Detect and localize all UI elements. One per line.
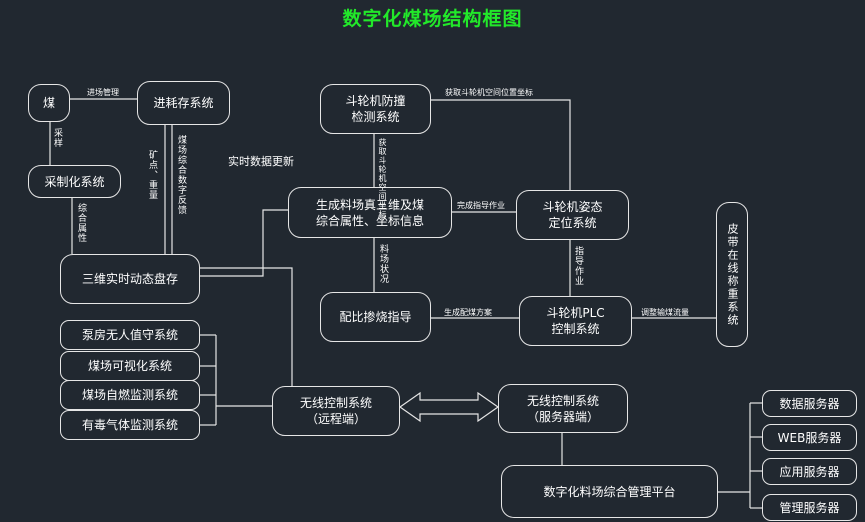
- visualization-node: 煤场可视化系统: [60, 351, 200, 381]
- edge-label-realtime: 实时数据更新: [228, 155, 294, 168]
- wireless-server-label-2: （服务器端）: [526, 409, 599, 424]
- belt-weighing-node: 皮带在线称重系统: [716, 202, 748, 347]
- positioning-label-2: 定位系统: [548, 216, 597, 230]
- pump-room-label: 泵房无人值守系统: [81, 328, 178, 342]
- edge-label-anticollision-top: 获取斗轮机空间位置坐标: [445, 88, 533, 97]
- sampling-system-node: 采制化系统: [28, 165, 121, 198]
- toxic-gas-node: 有毒气体监测系统: [60, 410, 200, 440]
- edge-label-sim-positioning: 完成指导作业: [457, 201, 505, 210]
- positioning-label-1: 斗轮机姿态: [542, 200, 603, 214]
- web-server-node: WEB服务器: [762, 424, 857, 451]
- combustion-monitor-node: 煤场自燃监测系统: [60, 380, 200, 410]
- data-server-node: 数据服务器: [762, 390, 857, 417]
- edge-label-plc-belt: 调整输煤流量: [641, 308, 689, 317]
- sampling-label: 采制化系统: [44, 174, 105, 189]
- edge-label-inventory-data: 煤场综合数字反馈: [176, 135, 186, 215]
- positioning-node: 斗轮机姿态 定位系统: [516, 190, 629, 240]
- toxic-gas-label: 有毒气体监测系统: [81, 418, 178, 432]
- pump-room-node: 泵房无人值守系统: [60, 320, 200, 350]
- platform-label: 数字化料场综合管理平台: [543, 484, 676, 499]
- edge-label-sampling-up: 采样: [52, 128, 62, 148]
- simulation-label-1: 生成料场真三维及煤: [315, 197, 424, 212]
- app-server-node: 应用服务器: [762, 458, 857, 485]
- plc-node: 斗轮机PLC 控制系统: [519, 296, 632, 346]
- simulation-3d-node: 生成料场真三维及煤 综合属性、坐标信息: [288, 187, 452, 238]
- mgmt-server-node: 管理服务器: [762, 494, 857, 521]
- edge-label-inventory-down: 矿点、重量: [147, 150, 157, 200]
- edge-label-sim-blending: 料场状况: [378, 244, 388, 284]
- edge-label-positioning-plc: 指导作业: [573, 246, 583, 286]
- mgmt-server-label: 管理服务器: [779, 500, 840, 515]
- edge-label-blending-plc: 生成配煤方案: [444, 308, 492, 317]
- plc-label-1: 斗轮机PLC: [546, 306, 605, 320]
- edge-label-sampling-down: 综合属性: [76, 203, 86, 243]
- app-server-label: 应用服务器: [779, 464, 840, 479]
- wireless-server-node: 无线控制系统 （服务器端）: [498, 384, 628, 433]
- plc-label-2: 控制系统: [551, 322, 600, 336]
- wireless-remote-label-1: 无线控制系统: [299, 396, 372, 410]
- anticollision-label-1: 斗轮机防撞: [345, 94, 406, 108]
- combustion-label: 煤场自燃监测系统: [81, 388, 178, 402]
- inventory-3d-label: 三维实时动态盘存: [81, 272, 178, 286]
- coal-label: 煤: [42, 96, 55, 110]
- bidirectional-arrow: [398, 391, 500, 423]
- data-server-label: 数据服务器: [779, 396, 840, 411]
- wireless-remote-node: 无线控制系统 （远程端）: [272, 386, 400, 436]
- coal-node: 煤: [28, 84, 70, 122]
- anticollision-label-2: 检测系统: [351, 110, 400, 124]
- edge-label-coal-inventory: 进场管理: [87, 88, 119, 97]
- web-server-label: WEB服务器: [777, 430, 842, 445]
- anticollision-node: 斗轮机防撞 检测系统: [320, 84, 431, 134]
- belt-weighing-label: 皮带在线称重系统: [726, 222, 739, 327]
- simulation-label-2: 综合属性、坐标信息: [315, 213, 424, 228]
- platform-node: 数字化料场综合管理平台: [501, 465, 718, 518]
- wireless-server-label-1: 无线控制系统: [526, 393, 599, 408]
- inventory-3d-node: 三维实时动态盘存: [60, 254, 200, 304]
- blending-label: 配比掺烧指导: [339, 310, 412, 324]
- visualization-label: 煤场可视化系统: [87, 359, 172, 373]
- edge-label-anticollision-down: 获取斗轮机空间坐标: [378, 138, 387, 219]
- diagram-title: 数字化煤场结构框图: [342, 8, 523, 30]
- blending-node: 配比掺烧指导: [320, 292, 431, 342]
- wireless-remote-label-2: （远程端）: [305, 412, 366, 426]
- inventory-label: 进耗存系统: [153, 96, 214, 110]
- inventory-system-node: 进耗存系统: [137, 81, 230, 125]
